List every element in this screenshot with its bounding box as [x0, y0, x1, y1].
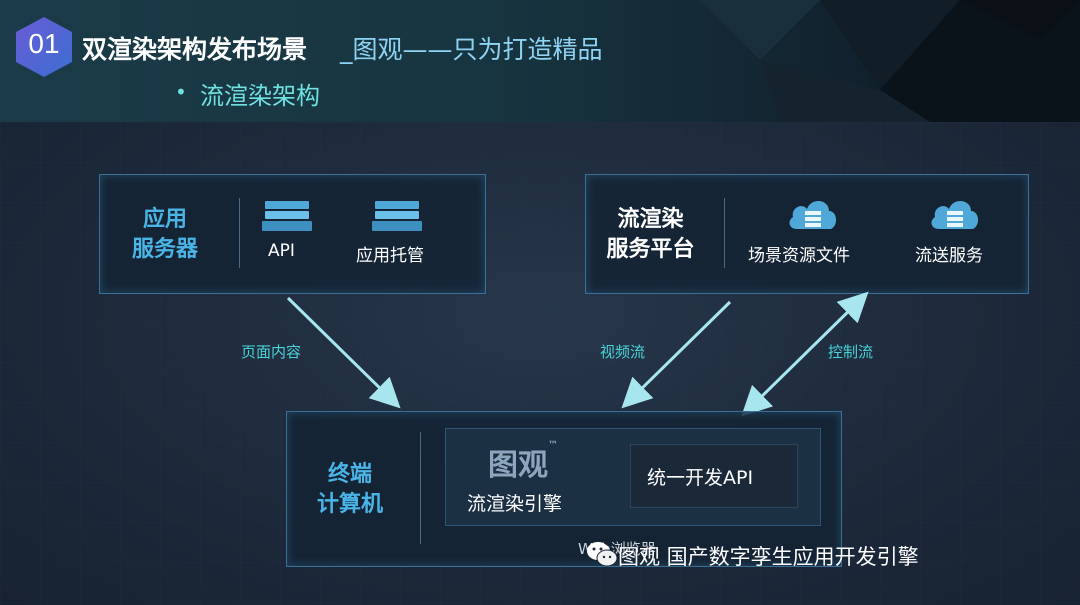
- server-stack-icon: [262, 201, 312, 231]
- number-hexagon-icon: [16, 17, 72, 77]
- bullet-dot: •: [175, 80, 187, 104]
- engine-name: 流渲染引擎: [467, 493, 563, 515]
- wechat-icon: [587, 542, 618, 567]
- streaming-service-label: 流送服务: [915, 246, 983, 266]
- scene-resource-label: 场景资源文件: [748, 246, 850, 266]
- slide-subtitle: _图观——只为打造精品: [340, 35, 603, 64]
- app-server-box: [99, 174, 486, 294]
- control-stream-label: 控制流: [828, 343, 874, 361]
- divider: [239, 198, 240, 268]
- stream-platform-title: 流渲染 服务平台: [606, 207, 695, 262]
- divider: [420, 432, 421, 544]
- watermark-text: 图观 国产数字孪生应用开发引擎: [618, 545, 919, 569]
- page-content-arrow: [286, 296, 401, 409]
- divider: [724, 198, 725, 268]
- section-heading: 流渲染架构: [200, 82, 320, 110]
- control-stream-arrow: [741, 291, 869, 417]
- cloud-server-icon: [931, 200, 979, 229]
- app-server-title: 应用 服务器: [131, 207, 198, 262]
- slide-header: 01 双渲染架构发布场景 _图观——只为打造精品 • 流渲染架构: [0, 0, 1080, 122]
- video-stream-arrow: [621, 300, 732, 409]
- server-stack-icon: [372, 201, 422, 231]
- video-stream-label: 视频流: [600, 343, 646, 361]
- unified-api-box: [630, 444, 798, 508]
- page-content-label: 页面内容: [241, 343, 302, 361]
- cloud-server-icon: [789, 200, 837, 229]
- header-background: [700, 0, 1080, 122]
- stream-platform-box: [585, 174, 1029, 294]
- section-number: 01: [28, 28, 60, 59]
- unified-api-label: 统一开发API: [647, 467, 754, 489]
- terminal-title: 终端 计算机: [316, 462, 383, 517]
- slide-title: 双渲染架构发布场景: [82, 35, 308, 64]
- engine-brand: 图观™: [488, 440, 558, 483]
- app-hosting-label: 应用托管: [356, 246, 424, 266]
- api-label: API: [268, 241, 295, 261]
